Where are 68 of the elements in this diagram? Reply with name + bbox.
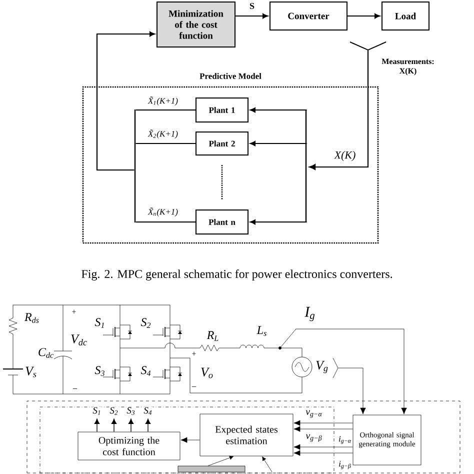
circuit-label: S$_{4}$ [140,366,151,376]
edge-label: i$_{g−β}$ [338,460,352,470]
arrow [145,418,151,432]
plant-box: Plant 1 [196,98,248,122]
circuit-label: C$_{dc}$ [38,348,54,358]
arrow [96,31,156,171]
arrow [294,450,353,456]
edge-label: X(K) [334,150,356,162]
circuit-label: R$_{L}$ [206,331,218,341]
arrow [250,140,307,146]
arrow [208,456,234,466]
arrow [250,107,307,113]
plant-box: Plant n [196,210,248,234]
bus-line [134,110,136,222]
circuit-label: V$_{dc}$ [71,334,87,346]
arrow [294,426,353,432]
arrow [128,418,134,432]
arrow [348,13,380,19]
arrow [94,418,100,432]
circuit-label: V$_{s}$ [26,366,36,378]
edge-label: i$_{g−α}$ [338,436,352,444]
circuit-label: V$_{g}$ [316,360,328,374]
edge-label: v$_{g−α}$ [305,410,323,418]
arrow [262,456,272,472]
process-box: Optimizing the cost function [78,432,180,460]
caption: Fig. 2. MPC general schematic for power electronics converters. [82,269,392,281]
edge-label: S$_{3}$ [126,406,136,416]
edge-label: S$_{2}$ [109,406,119,416]
edge-label: X̃$_{1}$(K+1) [148,96,178,106]
process-box: Expected states estimation [200,414,294,456]
circuit-drawing [2,304,338,394]
arrow [111,418,117,432]
arrow [236,13,268,19]
circuit-label: V$_{o}$ [201,368,213,378]
dashed-group-box [26,400,460,474]
arrow [294,420,353,426]
circuit-label: R$_{ds}$ [24,313,39,323]
node-caption: Measurements: X(K) [382,58,434,76]
circuit-label: L$_{s}$ [256,326,266,336]
arrow [180,437,200,443]
plant-box: Plant 2 [196,132,248,156]
process-box: Converter [270,2,348,30]
edge-label: X̃$_{n}$(K+1) [148,207,178,217]
circuit-label: + [192,352,196,356]
arrow [280,328,407,414]
circuit-label: + [72,310,76,314]
antenna-symbol [350,42,386,51]
circuit-label: S$_{2}$ [140,318,151,328]
arrow [294,444,353,450]
circuit-label: I$_{g}$ [304,306,315,322]
bus-line [305,110,307,222]
edge-label: S [249,2,255,10]
dashed-group-box [40,406,334,474]
circuit-label: − [72,388,78,389]
edge-label: S$_{1}$ [92,406,102,416]
node-label: Predictive Model [200,73,262,79]
process-box: Minimization of the cost function [156,2,236,48]
process-box: Load [382,2,430,30]
arrow [338,368,366,414]
process-box [178,466,246,472]
edge-label: v$_{g−β}$ [305,434,323,442]
circuit-label: S$_{3}$ [94,366,104,376]
circuit-label: S$_{1}$ [94,318,104,328]
circuit-label: − [192,386,196,387]
arrow [309,50,369,170]
arrow [250,219,307,225]
edge-label: S$_{4}$ [143,406,153,416]
edge-label: X̃$_{2}$(K+1) [148,129,178,139]
